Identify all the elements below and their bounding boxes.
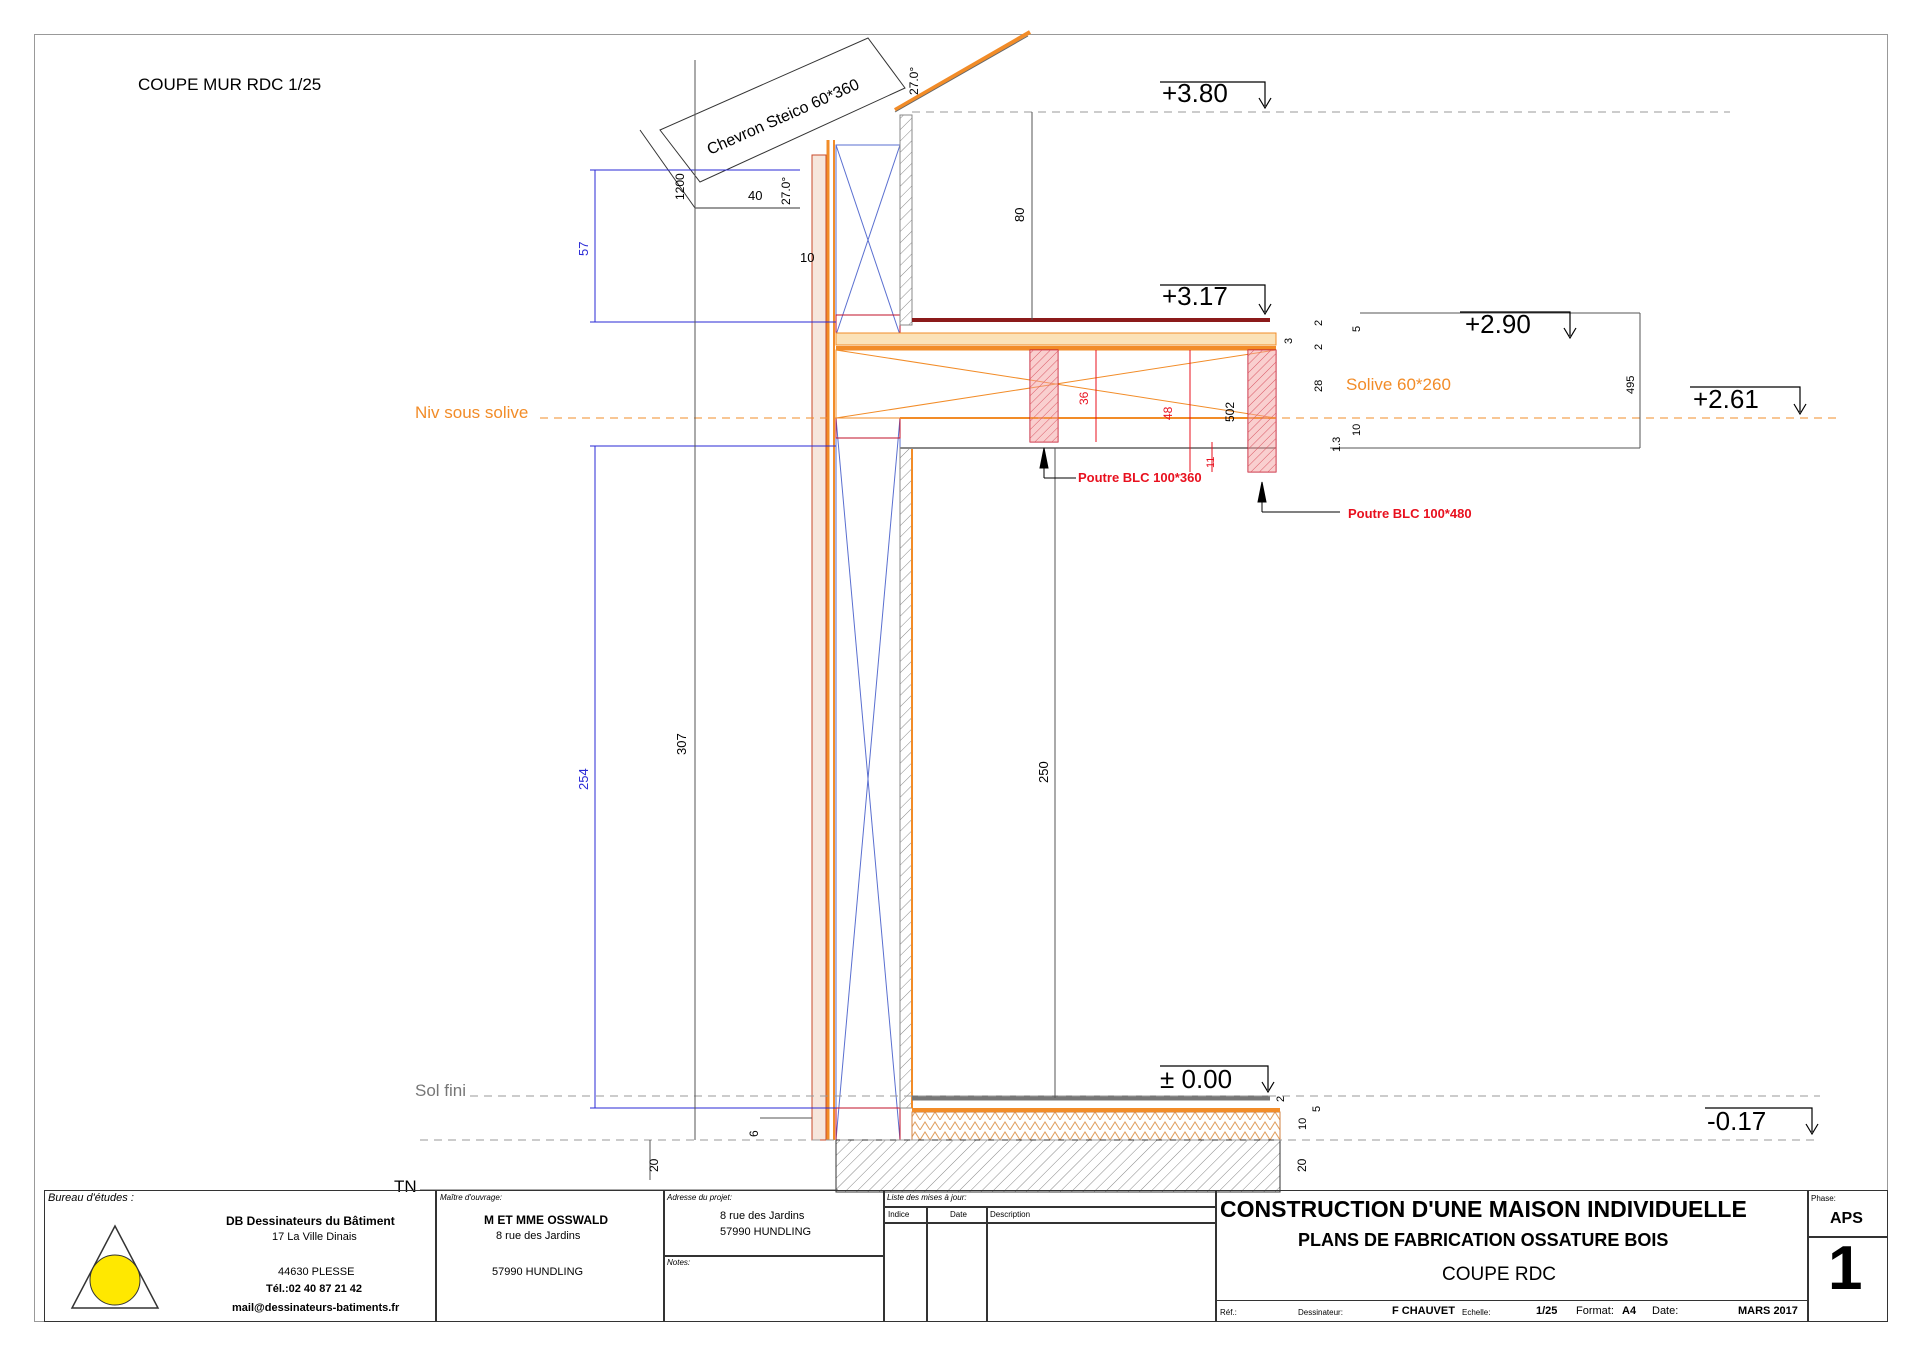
ground-slab [835, 1095, 1281, 1193]
dim-1-3: 1.3 [1331, 437, 1343, 452]
format-value: A4 [1622, 1305, 1637, 1317]
rafter-label: Chevron Steico 60*360 [705, 76, 862, 159]
dim-5-top: 5 [1351, 326, 1363, 332]
moa-label: Maître d'ouvrage: [440, 1193, 503, 1202]
label-tn: TN [394, 1177, 417, 1196]
echelle-value: 1/25 [1536, 1305, 1558, 1317]
dim-80: 80 [1012, 208, 1027, 222]
angle-label-top: 27.0° [907, 67, 921, 95]
notes-label: Notes: [667, 1258, 691, 1267]
format-label: Format: [1576, 1305, 1614, 1317]
projet-label: Adresse du projet: [667, 1193, 732, 1202]
dim-6: 6 [747, 1130, 761, 1137]
dessinateur-label: Dessinateur: [1298, 1308, 1343, 1317]
maj-label: Liste des mises à jour: [887, 1193, 967, 1202]
date-label: Date: [1652, 1305, 1679, 1317]
dim-20-right: 20 [1295, 1158, 1309, 1172]
angle-label-low: 27.0° [779, 177, 793, 205]
bureau-email: mail@dessinateurs-batiments.fr [232, 1302, 400, 1314]
dim-57: 57 [576, 242, 591, 256]
level-290: +2.90 [1465, 309, 1531, 339]
bureau-address-2: 44630 PLESSE [278, 1266, 355, 1278]
dim-20-left: 20 [647, 1158, 661, 1172]
bureau-label: Bureau d'études : [48, 1192, 134, 1204]
moa-address-1: 8 rue des Jardins [496, 1230, 581, 1242]
dim-3: 3 [1283, 338, 1295, 344]
bureau-address-1: 17 La Ville Dinais [272, 1231, 357, 1243]
level-017: -0.17 [1707, 1106, 1766, 1136]
label-niv-sous-solive: Niv sous solive [415, 403, 528, 422]
bureau-name: DB Dessinateurs du Bâtiment [226, 1214, 395, 1228]
subtitle: PLANS DE FABRICATION OSSATURE BOIS [1298, 1230, 1669, 1250]
dim-10-ground: 10 [1297, 1118, 1309, 1130]
drawing-title: COUPE MUR RDC 1/25 [138, 75, 321, 94]
projet-address-1: 8 rue des Jardins [720, 1210, 805, 1222]
dim-495: 495 [1625, 376, 1637, 394]
moa-name: M ET MME OSSWALD [484, 1213, 608, 1227]
projet-address-2: 57990 HUNDLING [720, 1226, 812, 1238]
company-logo [70, 1224, 160, 1309]
dim-10-floor: 10 [1351, 424, 1363, 436]
ref-label: Réf.: [1220, 1308, 1237, 1317]
dim-5-ground: 5 [1311, 1106, 1323, 1112]
label-poutre-360: Poutre BLC 100*360 [1078, 470, 1202, 485]
dim-2-mid: 2 [1313, 344, 1325, 350]
dim-2-top: 2 [1313, 320, 1325, 326]
indice-label: Indice [888, 1210, 910, 1219]
dim-307: 307 [674, 733, 689, 755]
date-col-label: Date [950, 1210, 967, 1219]
dim-1200: 1200 [673, 173, 687, 200]
dimension-lines [590, 60, 1641, 1180]
label-sol-fini: Sol fini [415, 1081, 466, 1100]
dim-40: 40 [748, 188, 762, 203]
dim-10-wall: 10 [800, 250, 814, 265]
date-value: MARS 2017 [1738, 1305, 1798, 1317]
sheet-number: 1 [1828, 1234, 1863, 1303]
label-poutre-480: Poutre BLC 100*480 [1348, 506, 1472, 521]
label-solive: Solive 60*260 [1346, 375, 1451, 394]
dim-2-ground: 2 [1275, 1096, 1287, 1102]
phase-value: APS [1830, 1210, 1863, 1227]
exterior-wall [811, 114, 913, 1141]
main-title: CONSTRUCTION D'UNE MAISON INDIVIDUELLE [1220, 1196, 1747, 1222]
level-317: +3.17 [1162, 281, 1228, 311]
dessinateur-name: F CHAUVET [1392, 1305, 1455, 1317]
moa-address-2: 57990 HUNDLING [492, 1266, 584, 1278]
dim-502: 502 [1223, 402, 1237, 422]
level-markers [1160, 81, 1819, 1136]
sheet-title: COUPE RDC [1442, 1264, 1557, 1285]
dim-11: 11 [1205, 457, 1217, 468]
poutre-leaders [1039, 447, 1340, 513]
dim-36: 36 [1077, 391, 1091, 405]
echelle-label: Echelle: [1462, 1308, 1491, 1317]
roof-rafter [639, 30, 1032, 209]
dim-250: 250 [1036, 761, 1051, 783]
bureau-phone: Tél.:02 40 87 21 42 [266, 1283, 363, 1295]
level-261: +2.61 [1693, 384, 1759, 414]
description-label: Description [990, 1210, 1031, 1219]
dim-28: 28 [1313, 380, 1325, 392]
dim-254: 254 [576, 768, 591, 790]
dim-48: 48 [1161, 406, 1175, 420]
level-380: +3.80 [1162, 78, 1228, 108]
level-lines [420, 111, 1840, 1141]
level-000: ± 0.00 [1160, 1064, 1232, 1094]
phase-label: Phase: [1811, 1194, 1836, 1203]
